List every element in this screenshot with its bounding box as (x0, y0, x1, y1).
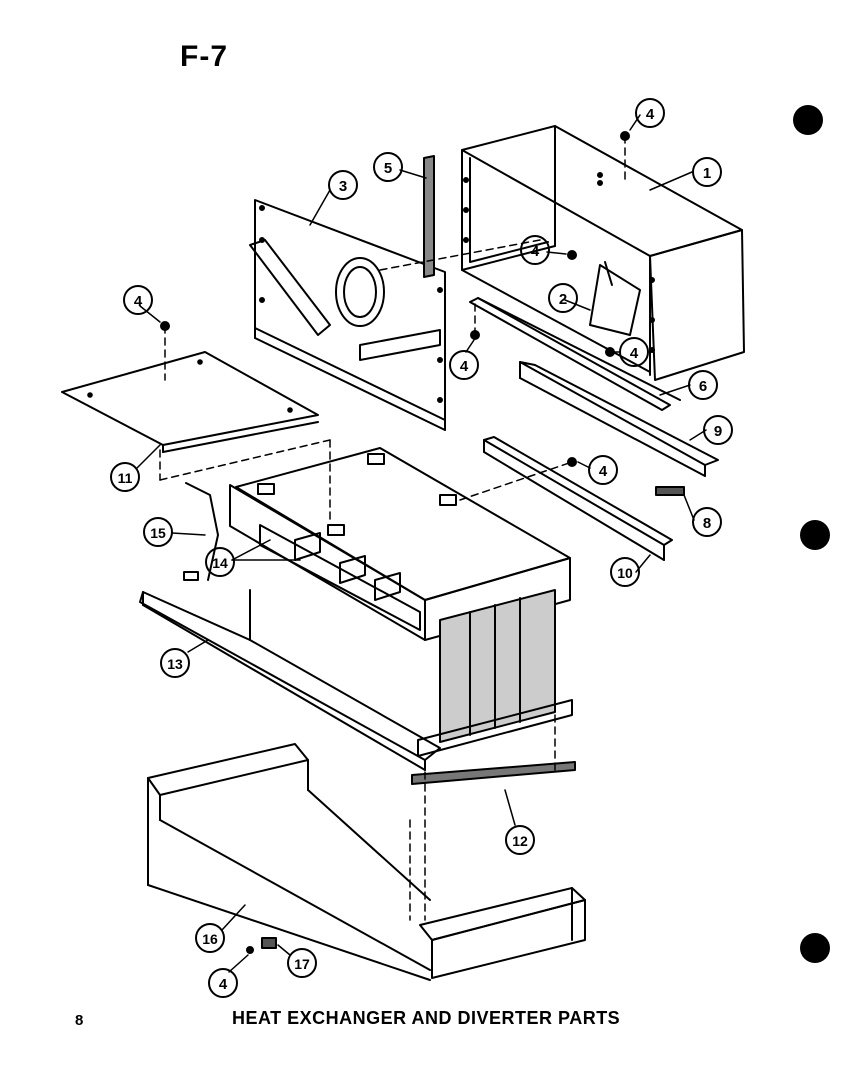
callout-13: 13 (160, 648, 190, 678)
callout-4f: 4 (588, 455, 618, 485)
channel-6-part (469, 297, 681, 411)
callout-16: 16 (195, 923, 225, 953)
callout-4a: 4 (635, 98, 665, 128)
partition-panel-part (249, 199, 446, 431)
svg-text:4: 4 (460, 358, 469, 375)
channel-10-part (483, 436, 673, 561)
figure-caption: HEAT EXCHANGER AND DIVERTER PARTS (232, 1008, 621, 1028)
gasket-strip-upper-part (423, 155, 435, 278)
callout-12: 12 (505, 825, 535, 855)
leader-lines (136, 114, 707, 973)
figure-code: F-7 (180, 40, 228, 73)
gasket-strip-lower-part (411, 761, 576, 785)
svg-text:16: 16 (202, 931, 218, 947)
latch-part (261, 937, 277, 949)
callout-10: 10 (610, 557, 640, 587)
screw-part-set (160, 131, 630, 954)
svg-text:14: 14 (212, 555, 228, 571)
callout-4g: 4 (208, 968, 238, 998)
alignment-lines (159, 135, 626, 921)
svg-text:3: 3 (339, 178, 347, 195)
callout-4e: 4 (619, 337, 649, 367)
svg-text:10: 10 (617, 565, 633, 581)
svg-text:6: 6 (699, 378, 707, 395)
svg-text:4: 4 (599, 463, 608, 480)
callout-8: 8 (692, 507, 722, 537)
svg-text:1: 1 (703, 165, 711, 182)
callout-4d: 4 (123, 285, 153, 315)
callout-17: 17 (287, 948, 317, 978)
callout-9: 9 (703, 415, 733, 445)
svg-text:4: 4 (219, 976, 228, 993)
callout-11: 11 (110, 462, 140, 492)
svg-text:11: 11 (118, 470, 133, 486)
callout-balloons: 1 2 3 4 4 4 4 4 4 4 5 6 8 9 10 11 12 13 … (110, 98, 733, 998)
page-number: 8 (75, 1012, 84, 1029)
callout-4b: 4 (520, 235, 550, 265)
heat-exchanger-part (229, 447, 573, 757)
binder-hole-top (793, 105, 823, 135)
svg-text:15: 15 (150, 525, 166, 541)
cabinet-part (461, 125, 745, 381)
callout-15: 15 (143, 517, 173, 547)
bracket-15-part (183, 482, 219, 581)
callout-4c: 4 (449, 350, 479, 380)
binder-hole-bottom (800, 933, 830, 963)
svg-text:4: 4 (531, 243, 540, 260)
binder-hole-middle (800, 520, 830, 550)
svg-text:4: 4 (630, 345, 639, 362)
callout-5: 5 (373, 152, 403, 182)
callout-2: 2 (548, 283, 578, 313)
cover-plate-part (61, 351, 319, 453)
svg-text:9: 9 (714, 423, 722, 440)
channel-9-part (519, 361, 719, 477)
clip-part (655, 486, 685, 496)
svg-text:4: 4 (646, 106, 655, 123)
svg-text:12: 12 (512, 833, 528, 849)
callout-14: 14 (205, 547, 235, 577)
svg-text:4: 4 (134, 293, 143, 310)
svg-text:13: 13 (167, 656, 183, 672)
svg-text:2: 2 (559, 291, 567, 308)
callout-1: 1 (692, 157, 722, 187)
svg-text:17: 17 (294, 956, 310, 972)
svg-text:8: 8 (703, 515, 711, 532)
callout-6: 6 (688, 370, 718, 400)
svg-text:5: 5 (384, 160, 392, 177)
callout-3: 3 (328, 170, 358, 200)
diverter-flap-part (589, 261, 641, 336)
